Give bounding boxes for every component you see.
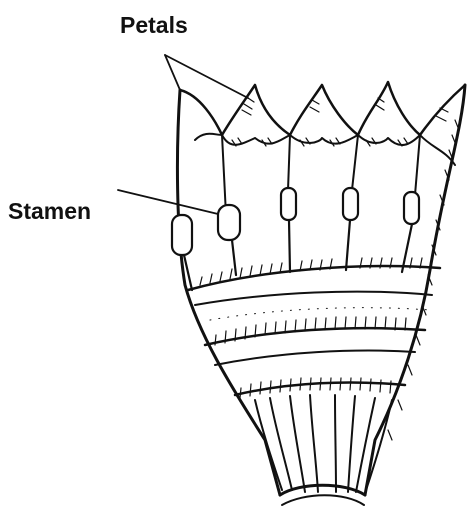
base-rim [282, 495, 364, 505]
corolla-outline-right [365, 85, 465, 495]
base-opening [280, 485, 365, 495]
right-shading [388, 120, 459, 440]
middle-band-top [195, 292, 432, 305]
petals-leader-1 [165, 55, 180, 90]
petal-lobes [180, 82, 465, 135]
lower-band-hatch [240, 378, 391, 398]
petal-inner-edges [195, 134, 455, 165]
stamens [172, 188, 419, 290]
label-stamen: Stamen [8, 200, 91, 223]
leader-lines [118, 55, 248, 214]
stamen-leader [118, 190, 218, 214]
middle-band-lower [215, 351, 415, 365]
petal-divisions [222, 135, 420, 215]
middle-band [205, 328, 425, 345]
petals-leader-2 [165, 55, 248, 98]
label-petals: Petals [120, 14, 188, 37]
dotted-detail [210, 308, 430, 320]
